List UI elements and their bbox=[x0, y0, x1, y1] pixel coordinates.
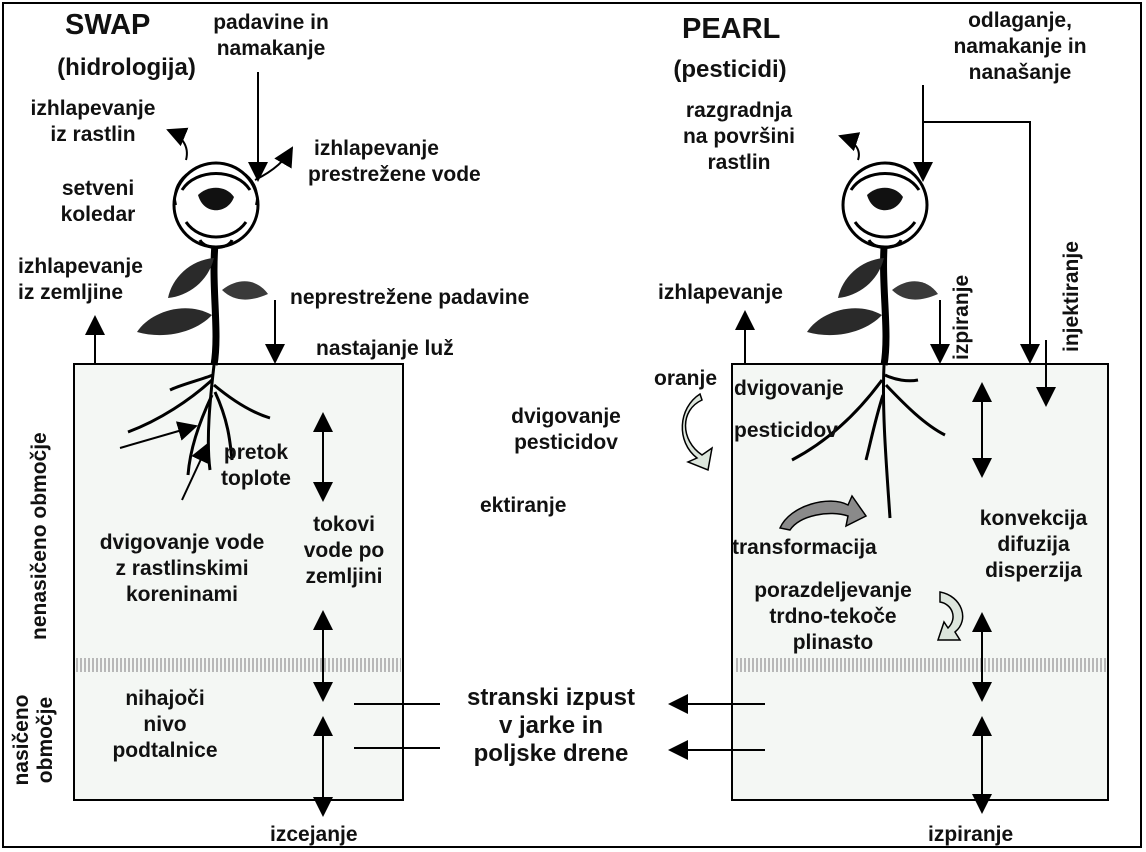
ponding-label: nastajanje luž bbox=[316, 336, 454, 362]
extraction-label: ektiranje bbox=[480, 493, 566, 519]
injection-label: injektiranje bbox=[1060, 241, 1084, 352]
unsaturated-zone-label: nenasičeno območje bbox=[28, 432, 52, 640]
net-precip-label: neprestrežene padavine bbox=[290, 285, 529, 311]
leaching-label: izpiranje bbox=[928, 822, 1013, 848]
right-water-table bbox=[734, 658, 1106, 672]
pearl-subtitle: (pesticidi) bbox=[660, 56, 800, 84]
transformation-label: transformacija bbox=[732, 535, 877, 561]
pearl-title: PEARL bbox=[682, 12, 780, 46]
washoff-vertical-label: izpiranje bbox=[950, 275, 974, 360]
swap-title: SWAP bbox=[65, 8, 150, 42]
right-rose-plant bbox=[807, 163, 938, 365]
pesticide-evap-label: izhlapevanje bbox=[658, 280, 783, 306]
tillage-curved-arrow bbox=[682, 394, 712, 470]
tillage-label: oranje bbox=[654, 366, 717, 392]
seepage-label: izcejanje bbox=[270, 822, 358, 848]
left-water-table bbox=[76, 658, 401, 672]
